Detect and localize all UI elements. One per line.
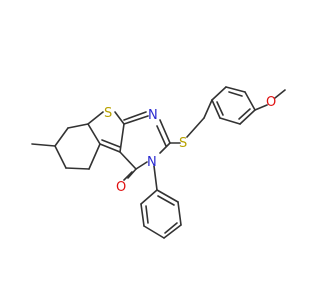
atom-nitrogen-ring: N xyxy=(148,108,158,123)
atom-nitrogen-amide: N xyxy=(147,155,157,170)
bond xyxy=(54,145,67,169)
structure-canvas: S N S N O O xyxy=(31,86,286,239)
bond xyxy=(157,195,175,206)
bond xyxy=(159,142,171,154)
bond xyxy=(225,86,246,93)
atom-sulfur-thioether: S xyxy=(179,136,187,151)
bond xyxy=(203,99,213,119)
bond xyxy=(101,139,121,148)
atom-oxygen-carbonyl: O xyxy=(116,180,126,195)
bond xyxy=(65,167,90,170)
bond xyxy=(239,109,256,125)
bond xyxy=(156,125,167,147)
carbonyl-bond xyxy=(127,168,137,179)
bond xyxy=(140,203,145,227)
bond xyxy=(54,127,69,147)
bond xyxy=(123,115,149,125)
bond xyxy=(228,91,243,97)
bond xyxy=(119,123,125,153)
carbonyl-bond xyxy=(123,171,133,181)
bond xyxy=(177,201,182,226)
bond xyxy=(140,189,158,205)
bond xyxy=(145,205,149,224)
bond xyxy=(153,165,158,191)
methoxy-bond xyxy=(274,89,286,99)
bond xyxy=(163,224,182,239)
bond xyxy=(211,99,221,119)
atom-labels: S N S N O O xyxy=(104,95,276,195)
atom-sulfur-thiophene: S xyxy=(104,106,112,121)
bond xyxy=(114,111,125,125)
bond xyxy=(123,111,147,121)
bond xyxy=(211,86,227,101)
bond xyxy=(219,117,241,125)
atom-oxygen-methoxy: O xyxy=(266,95,276,110)
bond xyxy=(143,225,165,239)
bond xyxy=(238,108,251,120)
bond xyxy=(99,143,121,153)
bond xyxy=(67,123,89,129)
bond-lines xyxy=(31,86,286,239)
bond xyxy=(186,117,205,138)
bond xyxy=(135,161,148,170)
methyl-bond xyxy=(31,143,56,147)
bond xyxy=(164,222,178,234)
bond xyxy=(156,189,179,203)
bond xyxy=(244,91,256,111)
bond xyxy=(159,119,171,144)
bond xyxy=(119,151,137,170)
bond xyxy=(87,123,101,145)
bond xyxy=(87,111,104,125)
bond xyxy=(216,101,224,116)
bond xyxy=(88,143,101,170)
bond xyxy=(254,104,268,111)
molecule-structure: S N S N O O xyxy=(31,86,286,239)
